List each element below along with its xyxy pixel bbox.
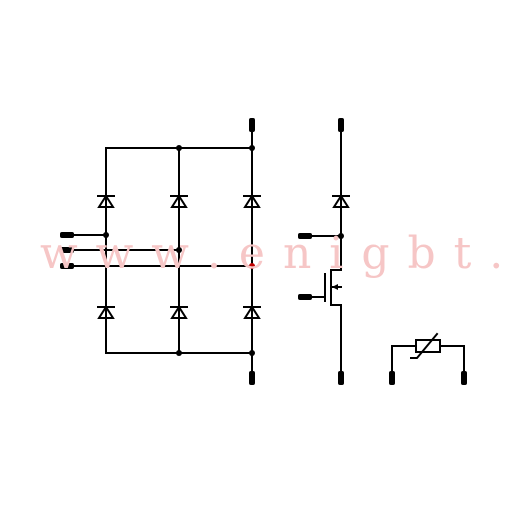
terminal-pin (298, 233, 312, 239)
terminal-pin (60, 263, 74, 269)
junction-dot (249, 263, 255, 269)
junction-dot (176, 247, 182, 253)
diode-icon (243, 305, 261, 319)
terminal-pin (60, 232, 74, 238)
junction-dot (249, 350, 255, 356)
junction-dot (103, 232, 109, 238)
rectifier-bridge (60, 118, 261, 385)
terminal-pin (249, 118, 255, 132)
diode-icon (170, 194, 188, 208)
diode-icon (332, 194, 350, 208)
diode-icon (97, 305, 115, 319)
ntc-thermistor-icon (410, 332, 441, 359)
junction-dot (338, 233, 344, 239)
junction-dot (249, 145, 255, 151)
terminal-pin (461, 371, 467, 385)
watermark-text: w w w . e n i g b t . c o m (40, 228, 512, 279)
terminal-pin (338, 371, 344, 385)
diode-icon (170, 305, 188, 319)
igbt-icon (309, 269, 342, 306)
terminal-pin (249, 371, 255, 385)
terminal-pin (298, 294, 312, 300)
brake-chopper (298, 118, 350, 385)
junction-dot (176, 350, 182, 356)
terminal-pin (60, 247, 74, 253)
diode-icon (97, 194, 115, 208)
terminal-pin (389, 371, 395, 385)
ntc-thermistor (389, 332, 467, 385)
terminal-pin (338, 118, 344, 132)
junction-dot (176, 145, 182, 151)
diode-icon (243, 194, 261, 208)
